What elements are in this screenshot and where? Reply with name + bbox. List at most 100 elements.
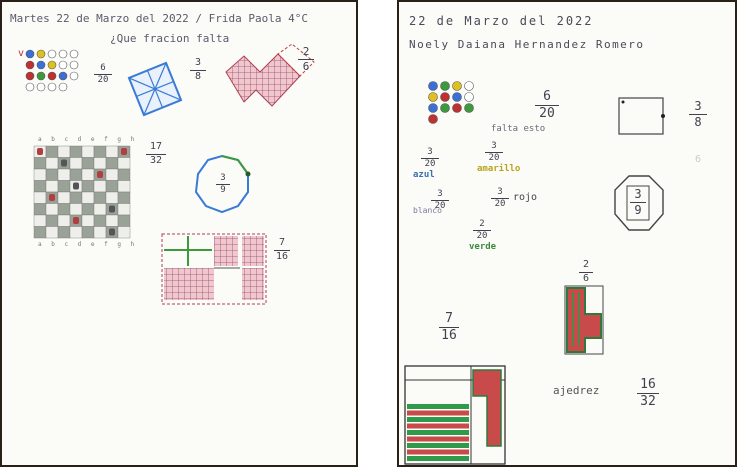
chess-piece — [61, 160, 67, 167]
chess-square — [106, 192, 118, 204]
chess-square — [70, 227, 82, 239]
right-fraction-16-32: 16 32 — [637, 378, 659, 408]
color-fraction-amarillo: 3 20 amarillo — [477, 142, 557, 174]
dot — [37, 61, 45, 69]
fraction-denominator: 32 — [640, 394, 656, 409]
chess-square — [58, 215, 70, 227]
color-label: amarillo — [477, 164, 557, 174]
dot — [70, 61, 78, 69]
dot — [441, 104, 450, 113]
dot — [441, 82, 450, 91]
fraction-numerator: 3 — [195, 57, 201, 68]
chess-square — [58, 169, 70, 181]
fraction-numerator: 3 — [497, 187, 502, 197]
fraction-2-6: 2 6 — [298, 46, 314, 72]
chess-piece — [121, 148, 127, 155]
fraction-denominator: 20 — [98, 75, 109, 85]
chess-square — [118, 158, 130, 170]
chess-square — [58, 146, 70, 158]
dot — [48, 61, 56, 69]
fraction-numerator: 2 — [479, 219, 484, 229]
color-label: verde — [469, 242, 519, 252]
fraction-denominator: 20 — [477, 231, 488, 241]
color-fraction-verde: 2 20 verde — [469, 220, 519, 252]
fraction-denominator: 32 — [150, 155, 162, 166]
chess-square — [82, 169, 94, 181]
chess-square — [118, 204, 130, 216]
chess-square — [46, 227, 58, 239]
chess-square — [106, 169, 118, 181]
dot — [70, 72, 78, 80]
color-fraction-blanco: 3 20 blanco — [413, 190, 463, 221]
ajedrez-label: ajedrez — [553, 384, 599, 397]
chess-square — [46, 169, 58, 181]
chess-square — [70, 146, 82, 158]
chess-square — [82, 181, 94, 193]
fraction-denominator: 6 — [303, 60, 310, 73]
chess-square — [34, 204, 46, 216]
dot — [59, 50, 67, 58]
fraction-denominator: 8 — [195, 71, 201, 82]
fraction-numerator: 3 — [437, 189, 442, 199]
chess-square — [82, 146, 94, 158]
stripe — [407, 404, 469, 409]
chess-square — [34, 169, 46, 181]
chess-square — [106, 181, 118, 193]
chess-square — [34, 227, 46, 239]
dot — [59, 61, 67, 69]
dot — [465, 104, 474, 113]
chess-square — [94, 158, 106, 170]
dot — [429, 115, 438, 124]
fraction-denominator: 9 — [634, 203, 641, 217]
right-fraction-2-6: 2 6 — [579, 260, 593, 284]
color-fraction-azul: 3 20 azul — [413, 148, 453, 180]
chess-square — [46, 215, 58, 227]
fraction-numerator: 7 — [279, 237, 285, 248]
chess-letters-bottom: a b c d e f g h — [38, 241, 137, 248]
grid-shape-drawing — [160, 232, 270, 308]
right-dots-drawing — [425, 80, 479, 130]
fraction-numerator: 7 — [445, 311, 453, 326]
dot — [453, 82, 462, 91]
fraction-numerator: 2 — [583, 259, 589, 270]
chess-square — [46, 158, 58, 170]
dot — [26, 72, 34, 80]
chess-square — [58, 227, 70, 239]
left-header: Martes 22 de Marzo del 2022 / Frida Paol… — [10, 12, 308, 25]
fraction-denominator: 20 — [539, 106, 555, 121]
chess-square — [106, 158, 118, 170]
stripe — [407, 417, 469, 422]
dot — [465, 82, 474, 91]
dot — [37, 83, 45, 91]
dot — [26, 61, 34, 69]
chess-square — [118, 215, 130, 227]
stripe — [407, 450, 469, 455]
dot — [59, 83, 67, 91]
striped-shape-drawing — [405, 366, 525, 466]
dot — [453, 104, 462, 113]
chess-square — [70, 158, 82, 170]
fraction-denominator: 9 — [220, 185, 225, 195]
fraction-numerator: 16 — [640, 377, 656, 392]
dot — [48, 50, 56, 58]
square-drawing — [615, 94, 669, 138]
chess-square — [94, 215, 106, 227]
dot — [59, 72, 67, 80]
fraction-numerator: 3 — [491, 141, 496, 151]
fraction-numerator: 17 — [150, 141, 162, 152]
chess-square — [46, 146, 58, 158]
chess-square — [70, 192, 82, 204]
fraction-numerator: 3 — [634, 187, 641, 201]
chessboard-drawing — [32, 144, 136, 240]
fraction-denominator: 16 — [276, 251, 288, 262]
chess-square — [118, 192, 130, 204]
fraction-3-9: 3 9 — [216, 174, 230, 196]
chess-piece — [37, 148, 43, 155]
fraction-denominator: 20 — [425, 159, 436, 169]
chess-square — [106, 215, 118, 227]
chess-piece — [73, 183, 79, 190]
fraction-3-8: 3 8 — [190, 58, 206, 82]
fraction-17-32: 17 32 — [146, 142, 166, 166]
dot — [465, 93, 474, 102]
chess-piece — [109, 206, 115, 213]
